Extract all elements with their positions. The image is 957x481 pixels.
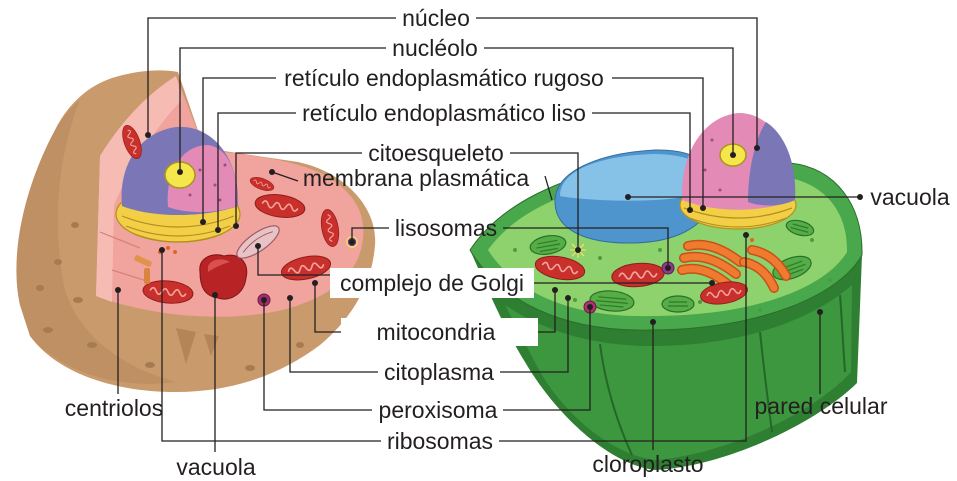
leader-dot xyxy=(349,239,355,245)
label-vacuola-vegetal: vacuola xyxy=(870,184,949,210)
leader-dot xyxy=(857,194,863,200)
leader-dot xyxy=(687,207,693,213)
label-lisosomas: lisosomas xyxy=(395,215,497,241)
leader-dot xyxy=(261,297,267,303)
leader-dot xyxy=(665,265,671,271)
label-nucleolo: nucléolo xyxy=(392,35,478,61)
cytoplasm-granule xyxy=(758,308,762,312)
leader-dot xyxy=(212,292,218,298)
animal-surface-spot xyxy=(296,342,304,348)
leader-dot xyxy=(565,295,571,301)
cytoplasm-granule xyxy=(573,298,577,302)
label-reticulo-rugoso: retículo endoplasmático rugoso xyxy=(284,65,604,91)
leader-dot xyxy=(233,223,239,229)
leader-dot xyxy=(215,227,221,233)
chromatin-dot xyxy=(214,184,217,187)
leader-dot xyxy=(177,169,183,175)
plant-chloroplast xyxy=(662,296,694,312)
leader-dot xyxy=(312,280,318,286)
animal-ribosome xyxy=(173,250,177,254)
label-pared-celular: pared celular xyxy=(755,393,888,419)
label-complejo-golgi: complejo de Golgi xyxy=(340,270,524,296)
leader-dot xyxy=(200,219,206,225)
leader-dot xyxy=(743,232,749,238)
cytoplasm-granule xyxy=(828,278,832,282)
leader-dot xyxy=(115,287,121,293)
leader-dot xyxy=(159,247,165,253)
chromatin-dot xyxy=(199,169,202,172)
leader-dot xyxy=(587,304,593,310)
chromatin-dot xyxy=(219,199,222,202)
animal-surface-spot xyxy=(87,342,97,348)
cytoplasm-granule xyxy=(513,248,517,252)
label-mitocondria: mitocondria xyxy=(377,319,496,345)
leader-dot xyxy=(575,247,581,253)
plant-ribosome xyxy=(750,238,754,242)
leader-dot xyxy=(625,194,631,200)
cytoplasm-granule xyxy=(810,238,814,242)
leader-dot xyxy=(730,152,736,158)
chromatin-dot xyxy=(711,139,714,142)
animal-surface-spot xyxy=(71,222,79,228)
label-ribosomas: ribosomas xyxy=(387,428,493,454)
label-centriolos: centriolos xyxy=(65,395,163,421)
label-membrana-plasmatica: membrana plasmática xyxy=(303,165,529,191)
animal-surface-spot xyxy=(43,327,53,333)
label-reticulo-liso: retículo endoplasmático liso xyxy=(302,100,586,126)
label-vacuola-animal: vacuola xyxy=(176,454,255,480)
leader-dot xyxy=(754,145,760,151)
leader-dot xyxy=(552,287,558,293)
animal-centriole xyxy=(144,268,150,284)
cytoplasm-granule xyxy=(698,300,702,304)
leader-dot xyxy=(255,243,261,249)
chromatin-dot xyxy=(704,169,707,172)
animal-surface-spot xyxy=(73,297,83,303)
chromatin-dot xyxy=(719,189,722,192)
plant-nucleus xyxy=(680,113,796,229)
chromatin-dot xyxy=(224,164,227,167)
leader-dot xyxy=(709,280,715,286)
leader-dot xyxy=(269,169,275,175)
label-peroxisoma: peroxisoma xyxy=(379,397,498,423)
cytoplasm-granule xyxy=(598,256,602,260)
animal-surface-spot xyxy=(36,285,44,291)
label-nucleo: núcleo xyxy=(402,5,470,31)
animal-surface-spot xyxy=(245,365,255,371)
animal-surface-spot xyxy=(54,259,62,265)
cytoplasm-granule xyxy=(658,248,662,252)
leader-dot xyxy=(700,205,706,211)
leader-dot xyxy=(145,132,151,138)
animal-ribosome xyxy=(166,246,170,250)
leader-dot xyxy=(650,319,656,325)
label-citoesqueleto: citoesqueleto xyxy=(368,140,504,166)
chromatin-dot xyxy=(189,194,192,197)
label-citoplasma: citoplasma xyxy=(384,359,494,385)
animal-surface-spot xyxy=(145,362,155,368)
leader-dot xyxy=(817,309,823,315)
label-cloroplasto: cloroplasto xyxy=(592,451,703,477)
leader-dot xyxy=(287,295,293,301)
